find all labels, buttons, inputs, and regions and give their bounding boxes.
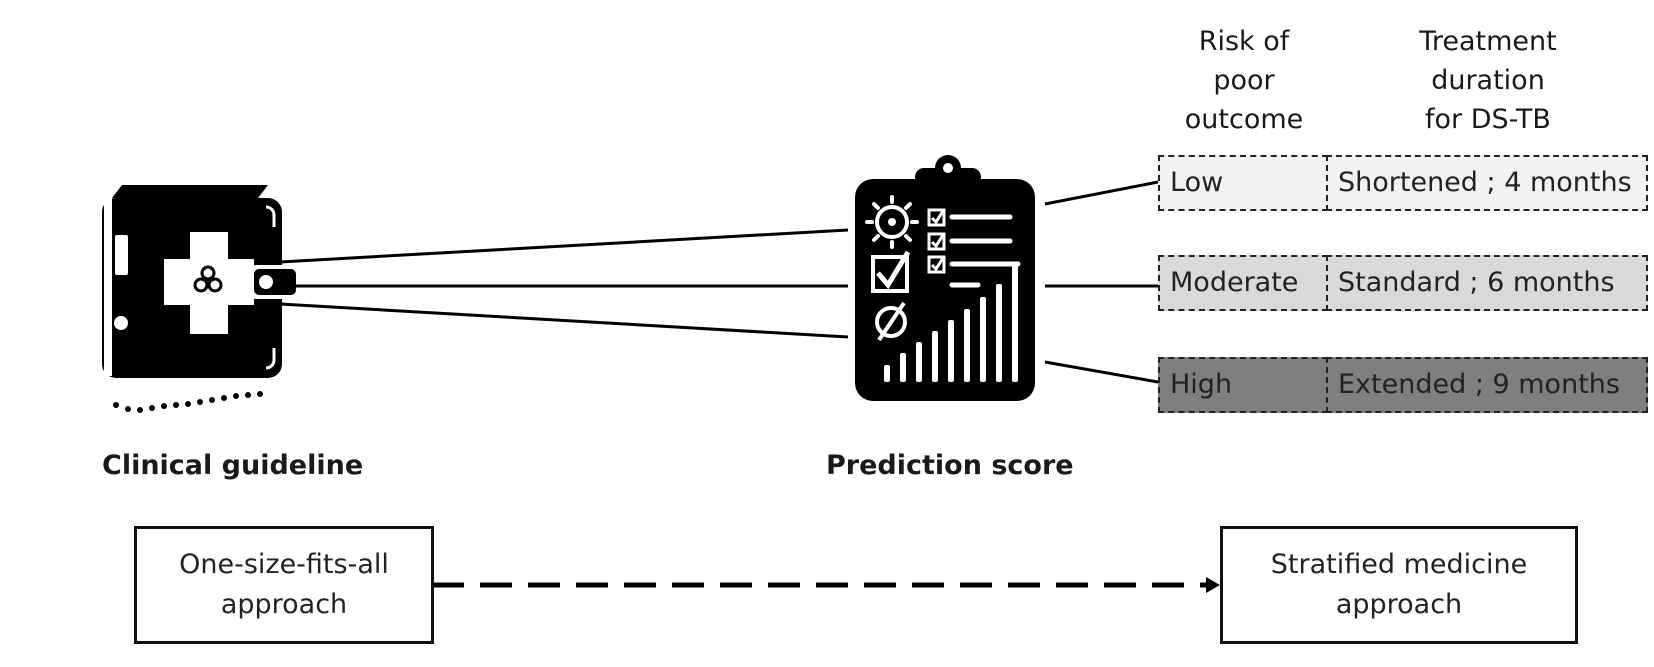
guideline-book-icon — [102, 185, 298, 413]
prediction-clipboard-icon — [855, 155, 1035, 401]
treatment-cell-moderate: Standard ; 6 months — [1326, 255, 1648, 311]
no-symbol-icon — [875, 301, 907, 342]
clinical-guideline-label: Clinical guideline — [102, 450, 364, 481]
prediction-score-label: Prediction score — [826, 450, 1074, 481]
checkbox-icons — [871, 208, 946, 293]
virus-icon — [865, 195, 919, 249]
approach-arrow — [432, 577, 1220, 593]
treatment-cell-low: Shortened ; 4 months — [1326, 155, 1648, 211]
stratified-medicine-box: Stratified medicine approach — [1220, 526, 1578, 644]
book-to-score-lines — [279, 228, 849, 339]
one-size-fits-all-box: One-size-fits-all approach — [134, 526, 434, 644]
risk-cell-moderate: Moderate — [1158, 255, 1328, 311]
list-lines — [949, 214, 1021, 288]
treatment-header: Treatment duration for DS-TB — [1419, 26, 1557, 135]
risk-cell-low: Low — [1158, 155, 1328, 211]
risk-cell-high: High — [1158, 357, 1328, 413]
bar-graph-icon — [884, 262, 1018, 382]
risk-header: Risk of poor outcome — [1184, 26, 1304, 135]
score-to-risk-lines — [1044, 180, 1159, 384]
treatment-cell-high: Extended ; 9 months — [1326, 357, 1648, 413]
